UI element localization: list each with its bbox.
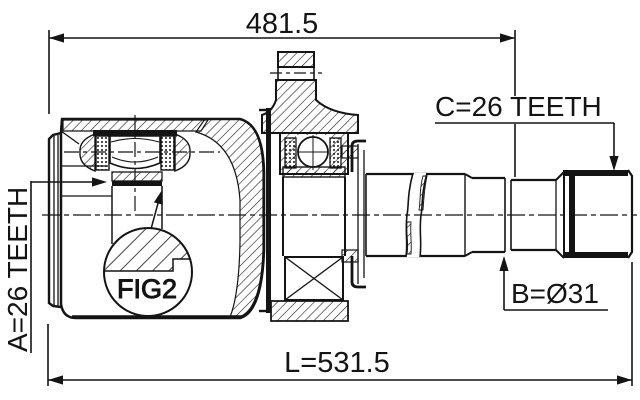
label-a-text: A=26 TEETH bbox=[2, 187, 33, 352]
spline-stub bbox=[563, 169, 634, 259]
support-ball-bearing bbox=[279, 132, 349, 178]
center-bearing-bracket bbox=[259, 51, 366, 322]
tripod-top-band bbox=[93, 130, 177, 136]
dimension-length bbox=[47, 262, 633, 386]
label-b-group bbox=[499, 256, 608, 311]
label-c-group bbox=[435, 122, 619, 171]
label-b-text: B=Ø31 bbox=[511, 278, 599, 309]
housing-left-face bbox=[47, 131, 62, 309]
fig2-leader-arrowhead bbox=[153, 190, 163, 205]
fig2-hatch-region bbox=[104, 228, 192, 271]
roller-top-arc bbox=[110, 137, 160, 143]
hub-spline-band bbox=[111, 171, 163, 182]
tripod-lobe-left bbox=[79, 132, 96, 173]
fig2-reference: FIG2 bbox=[103, 190, 193, 317]
fig2-label: FIG2 bbox=[117, 274, 177, 304]
dimension-top bbox=[48, 30, 516, 177]
mount-flange bbox=[261, 51, 359, 134]
housing-end-wall bbox=[195, 118, 264, 318]
bracket-plate-left bbox=[259, 108, 271, 313]
tripod-bearing bbox=[64, 115, 220, 244]
dimension-length-value: L=531.5 bbox=[284, 347, 390, 379]
drive-shaft bbox=[365, 169, 634, 259]
rubber-damper-block bbox=[284, 256, 344, 301]
fig2-chord-line bbox=[104, 258, 191, 272]
housing-inner-chamfer bbox=[60, 130, 80, 145]
hub-spline-black-band bbox=[112, 181, 162, 186]
needle-rollers-left bbox=[95, 135, 110, 171]
label-c-text: C=26 TEETH bbox=[435, 91, 602, 122]
snap-ring-groove bbox=[569, 172, 575, 256]
bracket-plate-right bbox=[341, 139, 366, 289]
needle-rollers-right bbox=[160, 135, 175, 171]
dimension-top-value: 481.5 bbox=[246, 8, 319, 40]
label-a-group bbox=[30, 177, 107, 353]
bracket-foot bbox=[270, 300, 349, 322]
